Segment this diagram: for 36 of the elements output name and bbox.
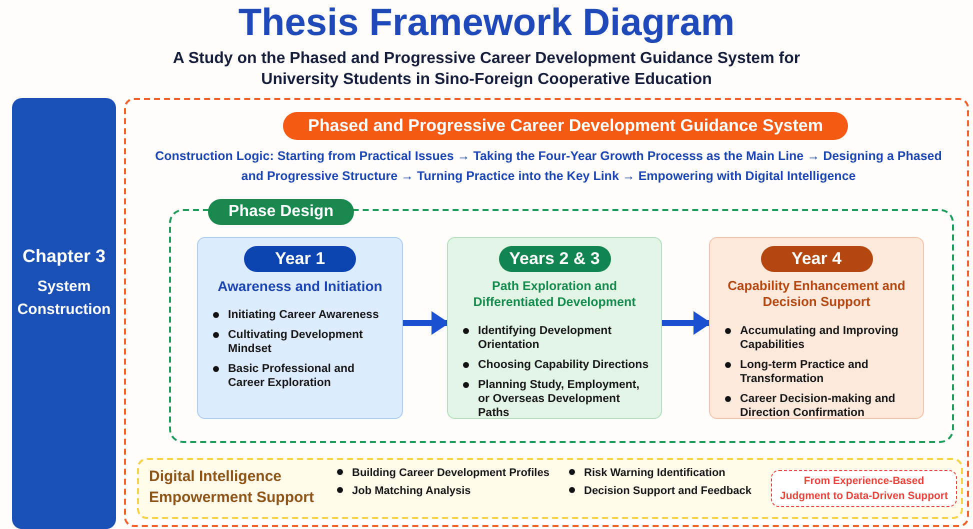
bullet-text: Job Matching Analysis: [352, 485, 471, 497]
year-badge: Year 1: [244, 246, 356, 272]
construction-logic-text: Construction Logic: Starting from Practical Issues → Taking the Four-Year Growth Processs as the Main Line → Designing a Phased and Progressive Structure → Turning Practice into the Key Link → Empowering with Digital Intelligence: [154, 148, 943, 185]
chapter-band: [12, 98, 116, 529]
chapter-subtitle: System Construction: [16, 277, 112, 320]
bullet-text: Basic Professional and Career Exploration: [228, 363, 355, 389]
phase-card: [197, 237, 403, 419]
bullet-text: Career Decision-making and Direction Confirmation: [740, 393, 896, 419]
system-frame: [124, 98, 969, 527]
bullet-text: Long-term Practice and Transformation: [740, 359, 868, 385]
bullet-text: Accumulating and Improving Capabilities: [740, 325, 898, 351]
bullet-text: Initiating Career Awareness: [228, 309, 379, 321]
phase-subtitle: Capability Enhancement and Decision Support: [726, 278, 906, 310]
phase-card: [709, 237, 924, 419]
support-panel: [137, 458, 963, 519]
bullet-text: Planning Study, Employment, or Overseas Development Paths: [478, 379, 640, 419]
support-heading: Digital Intelligence Empowerment Support: [149, 467, 316, 508]
year-badge: Years 2 & 3: [498, 246, 610, 272]
bullet-text: Choosing Capability Directions: [478, 359, 649, 371]
bullet-text: Decision Support and Feedback: [584, 485, 752, 497]
bullet-text: Cultivating Development Mindset: [228, 329, 363, 355]
system-title-banner: Phased and Progressive Career Development Guidance System: [283, 112, 848, 140]
phase-subtitle: Awareness and Initiation: [216, 278, 384, 294]
chapter-heading: Chapter 3: [22, 246, 106, 267]
year-badge: Year 4: [760, 246, 872, 272]
phase-card: [447, 237, 662, 419]
phase-subtitle: Path Exploration and Differentiated Development: [472, 278, 637, 310]
callout-box: From Experience-Based Judgment to Data-Driven Support: [771, 470, 957, 507]
bullet-text: Risk Warning Identification: [584, 467, 726, 479]
subtitle: A Study on the Phased and Progressive Career Development Guidance System for University Students in Sino-Foreign Cooperative Education: [172, 49, 802, 90]
arrow: [403, 311, 450, 335]
bullet-text: Identifying Development Orientation: [478, 325, 612, 351]
arrow: [662, 311, 712, 335]
bullet-text: Building Career Development Profiles: [352, 467, 550, 479]
phase-design-tab: Phase Design: [208, 199, 354, 225]
diagram-title: Thesis Framework Diagram: [237, 2, 736, 45]
